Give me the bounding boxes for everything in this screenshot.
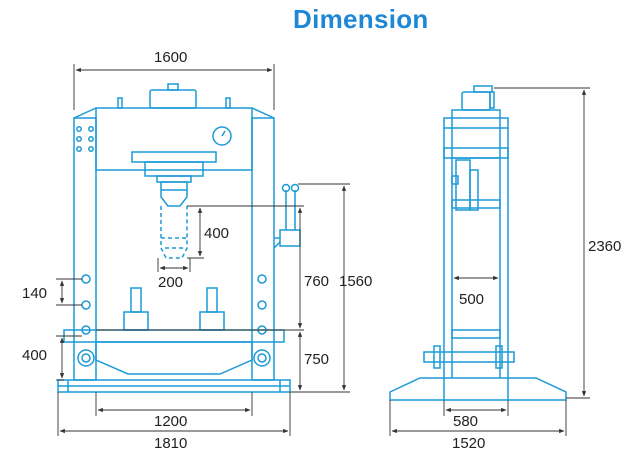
side-ram bbox=[455, 159, 471, 211]
dim-hole-pitch: 140 bbox=[22, 285, 47, 302]
side-top-cylinder bbox=[461, 91, 491, 111]
side-base bbox=[389, 377, 567, 401]
bed-frame bbox=[63, 329, 285, 343]
dim-side-inner-width: 500 bbox=[459, 291, 484, 308]
side-winch-axle bbox=[423, 351, 515, 363]
left-column bbox=[73, 117, 97, 381]
bed-block-left bbox=[123, 311, 149, 331]
bed-block-right bbox=[199, 311, 225, 331]
side-dimensions: 2360 500 580 1520 bbox=[389, 87, 621, 452]
dim-lower-gap: 750 bbox=[304, 351, 329, 368]
dim-side-base-inner: 580 bbox=[453, 413, 478, 430]
top-cylinder bbox=[149, 89, 197, 109]
dim-max-opening: 760 bbox=[304, 273, 329, 290]
dim-overall-height-front: 1560 bbox=[339, 273, 372, 290]
pressure-gauge-icon bbox=[212, 126, 232, 146]
control-handle bbox=[273, 183, 301, 249]
ram-head bbox=[131, 151, 217, 163]
right-column bbox=[251, 117, 275, 381]
dim-side-height: 2360 bbox=[588, 238, 621, 255]
top-crossbeam bbox=[95, 107, 253, 171]
ram-cylinder bbox=[160, 181, 188, 207]
dim-ram-width: 200 bbox=[158, 274, 183, 291]
front-view: 1600 400 200 140 400 760 bbox=[22, 49, 372, 452]
side-bed bbox=[451, 199, 501, 209]
page-title: Dimension bbox=[293, 4, 429, 34]
dim-front-width: 1600 bbox=[154, 49, 187, 66]
dim-outer-base-width: 1810 bbox=[154, 435, 187, 452]
lower-frame bbox=[95, 341, 253, 375]
front-dimensions: 1600 400 200 140 400 760 bbox=[22, 49, 372, 452]
side-upper-frame bbox=[451, 109, 501, 159]
side-view: 2360 500 580 1520 bbox=[389, 85, 621, 452]
dim-side-base-width: 1520 bbox=[452, 435, 485, 452]
dim-ram-stroke: 400 bbox=[204, 225, 229, 242]
dim-inner-base-width: 1200 bbox=[154, 413, 187, 430]
column-holes bbox=[76, 126, 267, 335]
dim-bed-height: 400 bbox=[22, 347, 47, 364]
